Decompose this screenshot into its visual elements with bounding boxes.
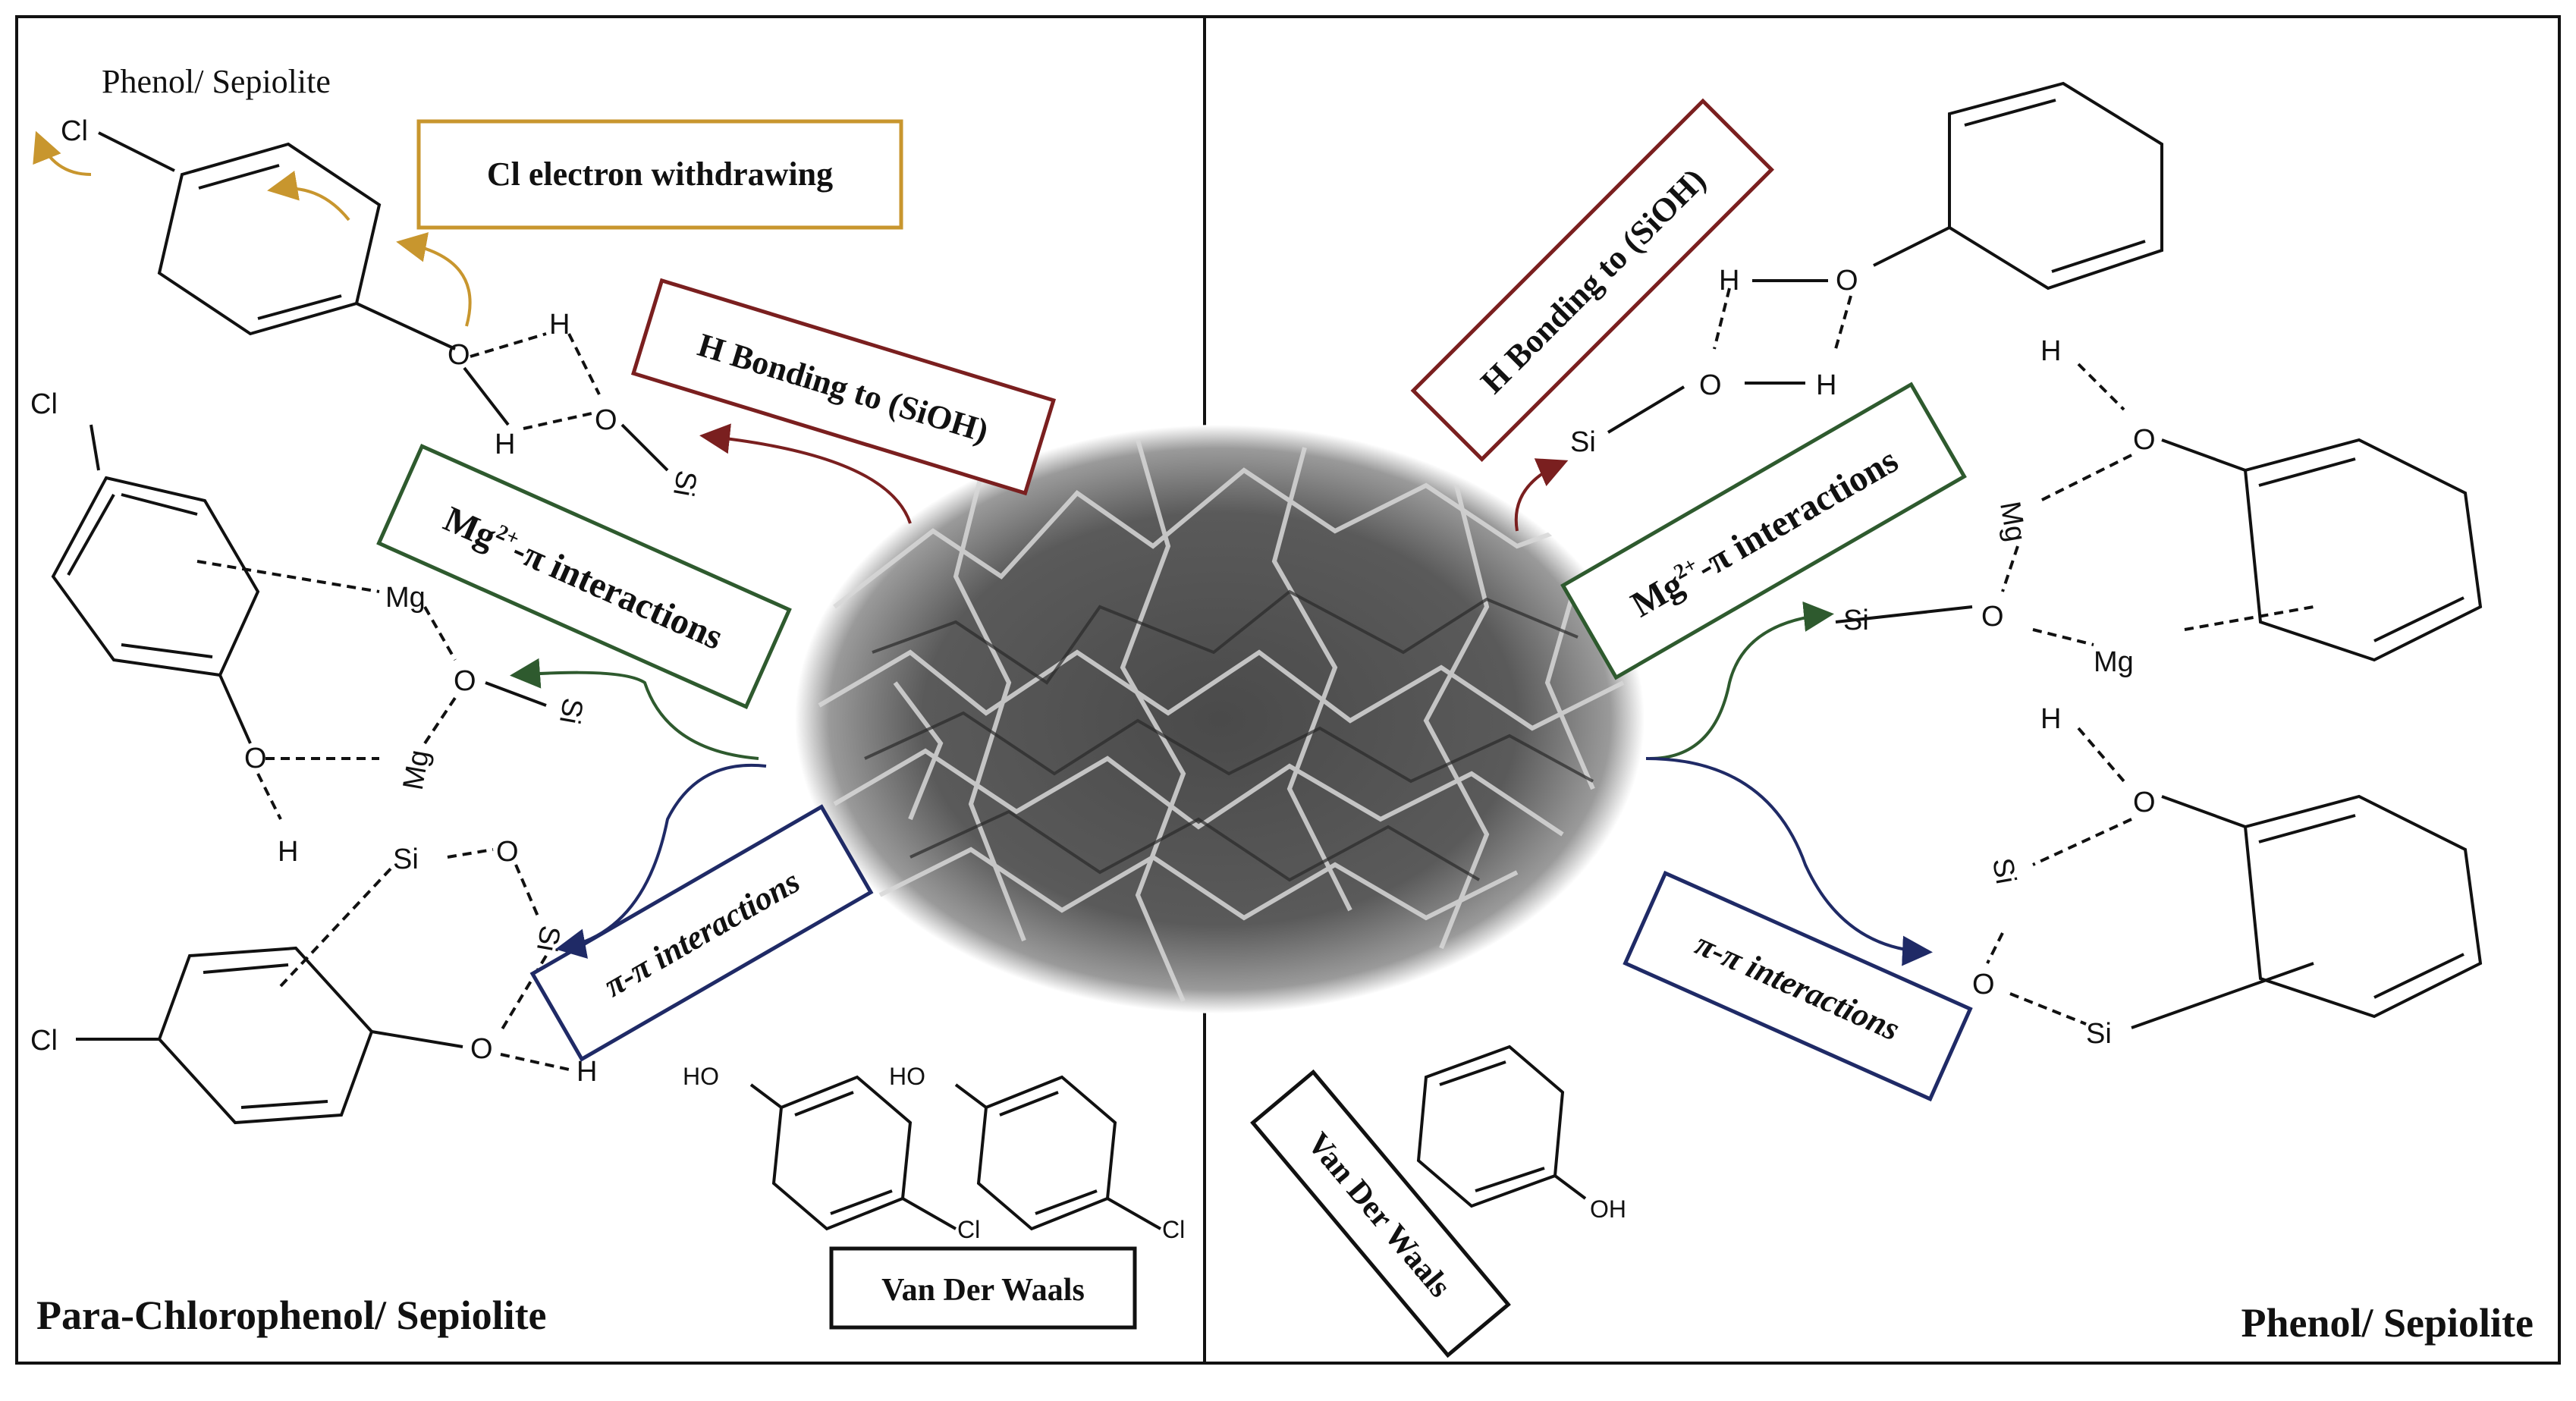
pi-pi-right-arrow	[1645, 757, 1933, 966]
left-panel-title: Para-Chlorophenol/ Sepiolite	[36, 1293, 547, 1338]
atom-o-12: O	[1972, 969, 1995, 1000]
pi-pi-left-arrow	[555, 763, 767, 959]
chlorophenol-mg-molecule	[51, 424, 547, 820]
atom-o-8: O	[1699, 369, 1722, 401]
atom-si-1: Si	[667, 468, 702, 499]
atom-h-2: H	[495, 429, 515, 460]
atom-ho-1: HO	[683, 1063, 719, 1090]
h-bonding-left-box: H Bonding to (SiOH)	[630, 278, 1057, 496]
phenol-mg-molecule	[1835, 363, 2483, 662]
atom-mg-3: Mg	[1993, 499, 2032, 544]
atom-h-3: H	[278, 836, 298, 868]
atom-h-5: H	[1719, 265, 1739, 297]
atom-o-1: O	[448, 339, 470, 371]
h-bond-right-arrow	[1514, 458, 1569, 532]
atom-ho-2: HO	[889, 1063, 925, 1090]
atom-o-6: O	[470, 1033, 493, 1065]
atom-h-4: H	[576, 1056, 597, 1088]
vdw-right-molecule	[1416, 1044, 1587, 1208]
atom-cl-3: Cl	[30, 1025, 58, 1057]
pi-pi-right-box: π-π interactions	[1623, 870, 1973, 1102]
cl-withdrawing-box	[416, 119, 903, 230]
pi-pi-left-box: π-π interactions	[529, 804, 874, 1062]
atom-mg-1: Mg	[385, 582, 426, 614]
mg-pi-right-arrow	[1649, 601, 1834, 760]
atom-cl-2: Cl	[30, 388, 58, 420]
cl-withdrawing-label: Cl electron withdrawing	[487, 155, 833, 193]
top-left-caption: Phenol/ Sepiolite	[102, 63, 331, 100]
chlorophenol-h-bond-molecule	[98, 131, 669, 472]
vdw-left-box	[829, 1246, 1137, 1330]
atom-o-5: O	[496, 836, 519, 868]
atom-o-7: O	[1836, 265, 1858, 297]
atom-o-4: O	[244, 743, 267, 774]
atom-o-2: O	[595, 404, 617, 436]
chlorophenol-si-molecule	[76, 848, 570, 1125]
mg-pi-left-box: Mg2+-π interactions	[376, 443, 792, 710]
atom-o-11: O	[2133, 787, 2156, 818]
atom-si-5: Si	[1570, 426, 1596, 458]
sepiolite-sem-image	[795, 425, 1645, 1013]
atom-cl-4: Cl	[957, 1216, 980, 1243]
h-bonding-right-label: H Bonding to (SiOH)	[1474, 162, 1714, 401]
mg-pi-left-arrow	[510, 658, 759, 760]
atom-cl-1: Cl	[61, 115, 88, 147]
mg-pi-right-box: Mg2+-π interactions	[1560, 382, 1967, 680]
atom-si-8: Si	[2086, 1018, 2112, 1050]
atom-h-7: H	[2040, 335, 2061, 367]
vdw-right-box: Van Der Waals	[1250, 1069, 1511, 1359]
atom-si-3: Si	[393, 843, 419, 875]
h-bonding-right-box: H Bonding to (SiOH)	[1410, 98, 1775, 463]
atom-cl-5: Cl	[1162, 1216, 1185, 1243]
atom-si-2: Si	[553, 696, 589, 727]
atom-oh-1: OH	[1590, 1195, 1626, 1223]
vdw-left-label: Van Der Waals	[881, 1273, 1085, 1308]
electron-withdrawing-arrows	[33, 130, 472, 327]
atom-mg-2: Mg	[397, 747, 436, 792]
vdw-left-molecules	[749, 1075, 1161, 1231]
right-panel-title: Phenol/ Sepiolite	[2241, 1300, 2534, 1346]
atom-si-4: Si	[530, 923, 566, 954]
atom-o-9: O	[2133, 424, 2156, 456]
atom-si-6: Si	[1843, 605, 1869, 636]
phenol-si-molecule	[1986, 727, 2483, 1029]
atom-h-6: H	[1816, 369, 1836, 401]
atom-mg-4: Mg	[2094, 646, 2134, 678]
atom-o-10: O	[1981, 601, 2004, 633]
atom-h-8: H	[2040, 703, 2061, 735]
atom-si-7: Si	[1986, 856, 2022, 887]
atom-h-1: H	[549, 309, 570, 341]
phenol-h-bond-molecule	[1607, 81, 2163, 434]
h-bond-left-arrow	[699, 423, 912, 524]
outer-frame	[15, 15, 2561, 1365]
atom-o-3: O	[454, 665, 476, 697]
